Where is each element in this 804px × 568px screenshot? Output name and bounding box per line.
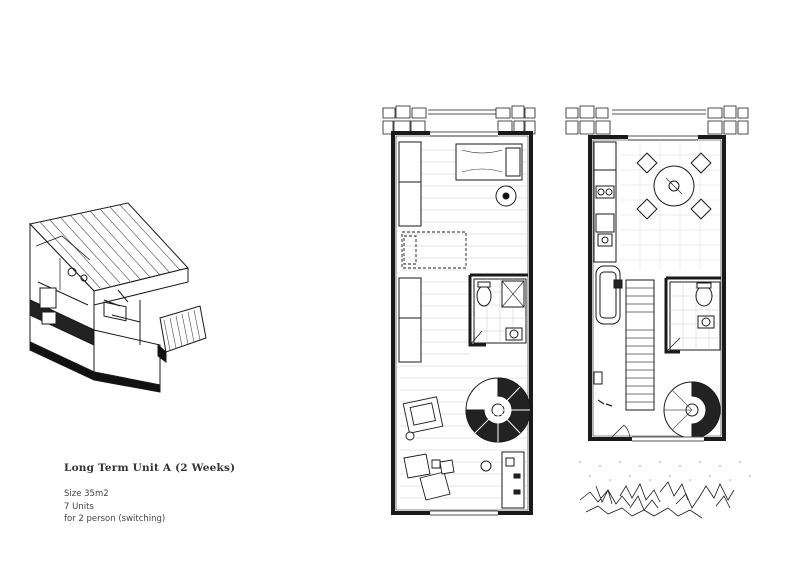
- fold-bed-dashed: [402, 232, 466, 268]
- bed-top: [456, 144, 522, 206]
- unit-title: Long Term Unit A (2 Weeks): [64, 462, 236, 474]
- spiral-stair-lower: [664, 382, 720, 438]
- stone-wall-top-left: [383, 106, 535, 134]
- dining-table: [637, 153, 711, 219]
- bathroom-lower: [666, 278, 721, 352]
- desk-upper: [481, 452, 524, 508]
- floor-plan-lower-level: [566, 106, 751, 518]
- unit-size: Size 35m2: [64, 489, 109, 499]
- living-area: [594, 266, 654, 410]
- sofa-upper: [404, 454, 454, 500]
- unit-count: 7 Units: [64, 501, 94, 512]
- spiral-stair-upper: [466, 378, 530, 442]
- armchair-upper: [403, 397, 442, 440]
- garden-plants: [580, 482, 734, 518]
- axonometric-section: [30, 203, 206, 392]
- wardrobe-top: [399, 142, 421, 362]
- bathroom-upper: [470, 275, 528, 345]
- unit-occupancy: for 2 person (switching): [64, 514, 166, 524]
- floor-plan-upper-level: [383, 106, 535, 515]
- kitchen-counter: [594, 142, 616, 262]
- stone-wall-top-right: [566, 106, 748, 134]
- garden-ground: [579, 461, 751, 481]
- unit-caption: Long Term Unit A (2 Weeks) Size 35m2 7 U…: [64, 462, 284, 526]
